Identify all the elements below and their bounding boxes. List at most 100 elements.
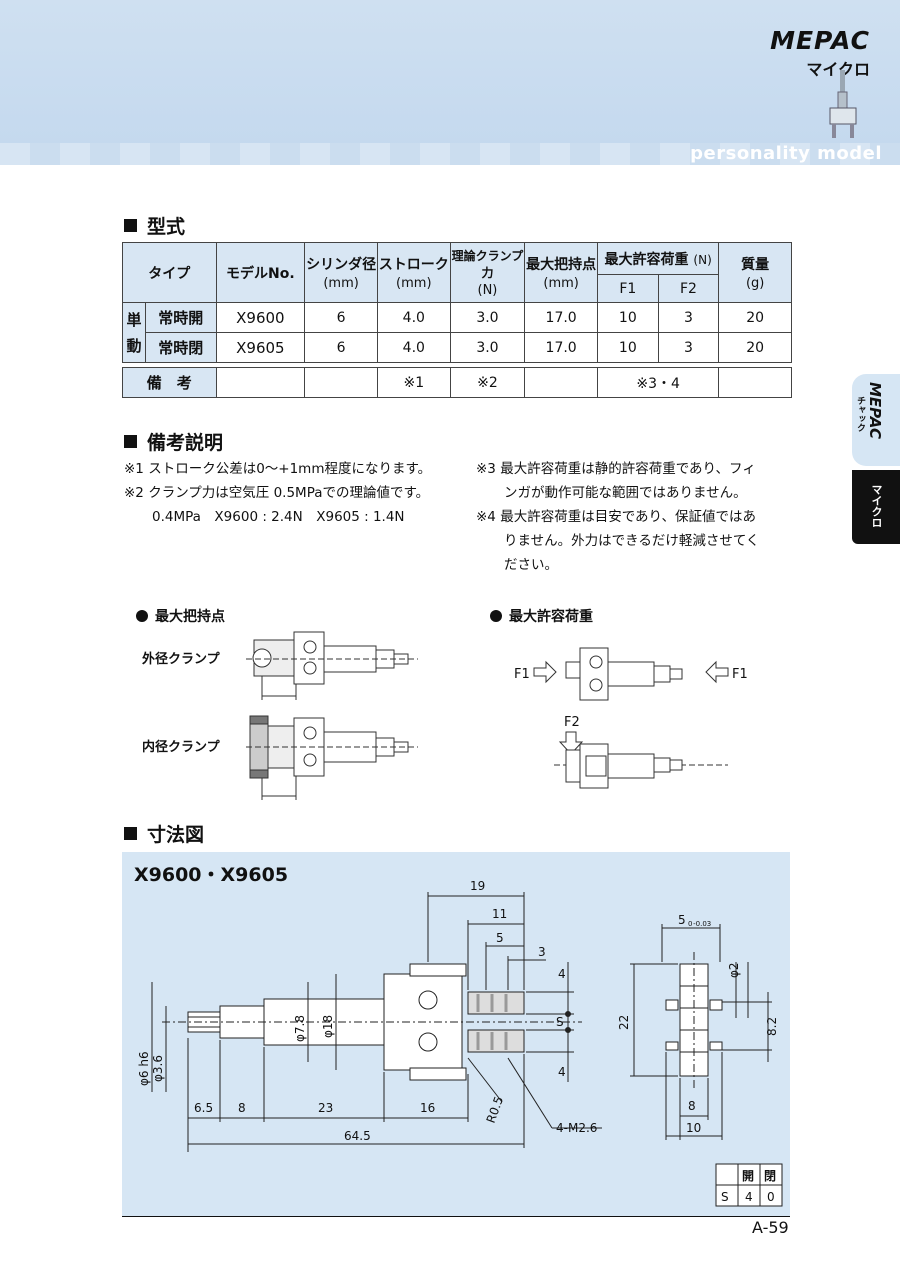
header-type: タイプ bbox=[122, 242, 217, 303]
row-model-0: X9600 bbox=[215, 302, 306, 333]
tagline: personality model bbox=[690, 143, 882, 164]
header-clamp-force: 理論クランプ力(N) bbox=[449, 242, 526, 303]
dimension-drawing: 19 11 5 3 4 S 4 φ7.8 φ18 φ6 h6 φ3.6 6.5 … bbox=[137, 879, 783, 1207]
section-title-model: 型式 bbox=[124, 212, 185, 239]
dim-m26: 4-M2.6 bbox=[556, 1121, 597, 1135]
section-title-dims: 寸法図 bbox=[124, 820, 204, 847]
remarks-force: ※2 bbox=[449, 367, 526, 398]
dim-s: S bbox=[556, 1015, 564, 1029]
dim-16: 16 bbox=[420, 1101, 435, 1115]
header-stripe bbox=[0, 143, 900, 165]
side-tab-micro[interactable]: マイクロ bbox=[852, 470, 900, 544]
header-f1: F1 bbox=[596, 274, 659, 303]
row-mass-0: 20 bbox=[718, 302, 792, 333]
remark-4-end: ださい。 bbox=[504, 557, 558, 573]
remark-1: ※1 ストローク公差は0～+1mm程度になります。 bbox=[124, 461, 432, 477]
header-max-load: 最大許容荷重 (N) bbox=[596, 242, 720, 275]
spec-table: タイプ モデルNo. シリンダ径(mm) ストローク(mm) 理論クランプ力(N… bbox=[122, 242, 792, 398]
grip-diagram-title: 最大把持点 bbox=[136, 606, 225, 626]
dim-4-bottom: 4 bbox=[558, 1065, 566, 1079]
section-title-remarks: 備考説明 bbox=[124, 428, 223, 455]
row-force-1: 3.0 bbox=[449, 332, 526, 363]
dim-5: 5 bbox=[496, 931, 504, 945]
grip-diagram bbox=[246, 631, 418, 800]
header-max-grip: 最大把持点(mm) bbox=[524, 242, 598, 303]
header-f2: F2 bbox=[657, 274, 720, 303]
dim-8: 8 bbox=[238, 1101, 246, 1115]
header-mass: 質量(g) bbox=[718, 242, 792, 303]
dim-phi18: φ18 bbox=[321, 1015, 335, 1038]
dim-11: 11 bbox=[492, 907, 507, 921]
dim-r05: R0.5 bbox=[484, 1094, 507, 1125]
f1-label-left: F1 bbox=[514, 667, 530, 682]
side-tab-brand: MEPAC bbox=[866, 382, 884, 439]
remarks-empty-grip bbox=[524, 367, 598, 398]
side-tab-sub: チャック bbox=[855, 396, 865, 432]
dim-4-top: 4 bbox=[558, 967, 566, 981]
page-number: A-59 bbox=[752, 1218, 789, 1237]
table-open-label: 開 bbox=[742, 1169, 754, 1183]
dim-6-5: 6.5 bbox=[194, 1101, 213, 1115]
dim-phi2: φ2 bbox=[727, 962, 741, 978]
dim-3: 3 bbox=[538, 945, 546, 959]
row-mass-1: 20 bbox=[718, 332, 792, 363]
header-cylinder: シリンダ径(mm) bbox=[304, 242, 378, 303]
dim-19: 19 bbox=[470, 879, 485, 893]
header-banner bbox=[0, 0, 900, 165]
dim-phi36: φ3.6 bbox=[151, 1055, 165, 1082]
remarks-empty-model bbox=[215, 367, 306, 398]
remarks-empty-cyl bbox=[304, 367, 378, 398]
remark-3-cont: ンガが動作可能な範囲ではありません。 bbox=[504, 485, 747, 501]
remark-2: ※2 クランプ力は空気圧 0.5MPaでの理論値です。 bbox=[124, 485, 430, 501]
row-type-1: 常時閉 bbox=[144, 332, 217, 363]
remarks-empty-mass bbox=[718, 367, 792, 398]
row-f2-1: 3 bbox=[657, 332, 720, 363]
dimension-title: X9600・X9605 bbox=[134, 864, 289, 886]
row-grip-0: 17.0 bbox=[524, 302, 598, 333]
row-model-1: X9605 bbox=[215, 332, 306, 363]
remarks-right: ※3 最大許容荷重は静的許容荷重であり、フィ ンガが動作可能な範囲ではありません… bbox=[476, 457, 759, 577]
remark-2-detail: 0.4MPa X9600 : 2.4N X9605 : 1.4N bbox=[152, 509, 405, 525]
product-icon bbox=[829, 70, 857, 138]
dim-10: 10 bbox=[686, 1121, 701, 1135]
remarks-row-label: 備 考 bbox=[122, 367, 217, 398]
header-model: モデルNo. bbox=[215, 242, 306, 303]
remarks-load: ※3・4 bbox=[596, 367, 720, 398]
footer-rule bbox=[122, 1216, 790, 1217]
f2-label: F2 bbox=[564, 715, 580, 730]
remark-3: ※3 最大許容荷重は静的許容荷重であり、フィ bbox=[476, 461, 756, 477]
dim-phi78: φ7.8 bbox=[293, 1015, 307, 1042]
row-type-0: 常時開 bbox=[144, 302, 217, 333]
dim-23: 23 bbox=[318, 1101, 333, 1115]
dim-8-2: 8.2 bbox=[765, 1017, 779, 1036]
dim-22: 22 bbox=[617, 1015, 631, 1030]
row-stroke-0: 4.0 bbox=[376, 302, 451, 333]
brand-subtitle: マイクロ bbox=[806, 60, 870, 79]
dim-5-side: 5 bbox=[678, 913, 686, 927]
side-tab-micro-label: マイクロ bbox=[870, 484, 883, 528]
outer-clamp-label: 外径クランプ bbox=[142, 652, 220, 667]
dim-phi6h6: φ6 h6 bbox=[137, 1051, 151, 1086]
dim-8-side: 8 bbox=[688, 1099, 696, 1113]
remarks-stroke: ※1 bbox=[376, 367, 451, 398]
row-f1-1: 10 bbox=[596, 332, 659, 363]
table-close-value: 0 bbox=[767, 1190, 775, 1204]
load-diagram: F1 F1 F2 bbox=[514, 647, 748, 789]
remark-4-cont: りません。外力はできるだけ軽減させてく bbox=[504, 533, 760, 549]
dim-tolerance: 0 -0.03 bbox=[688, 920, 711, 928]
row-force-0: 3.0 bbox=[449, 302, 526, 333]
table-close-label: 閉 bbox=[764, 1169, 776, 1183]
brand-logo: MEPAC bbox=[770, 26, 870, 55]
table-open-value: 4 bbox=[745, 1190, 753, 1204]
group-label: 単動 bbox=[122, 302, 146, 363]
f1-label-right: F1 bbox=[732, 667, 748, 682]
inner-clamp-label: 内径クランプ bbox=[142, 740, 220, 755]
header-stroke: ストローク(mm) bbox=[376, 242, 451, 303]
remark-4: ※4 最大許容荷重は目安であり、保証値ではあ bbox=[476, 509, 757, 525]
side-tab-chuck[interactable]: MEPAC チャック bbox=[852, 374, 900, 466]
dim-64-5: 64.5 bbox=[344, 1129, 371, 1143]
row-cyl-1: 6 bbox=[304, 332, 378, 363]
row-f1-0: 10 bbox=[596, 302, 659, 333]
table-s-label: S bbox=[721, 1190, 729, 1204]
row-stroke-1: 4.0 bbox=[376, 332, 451, 363]
